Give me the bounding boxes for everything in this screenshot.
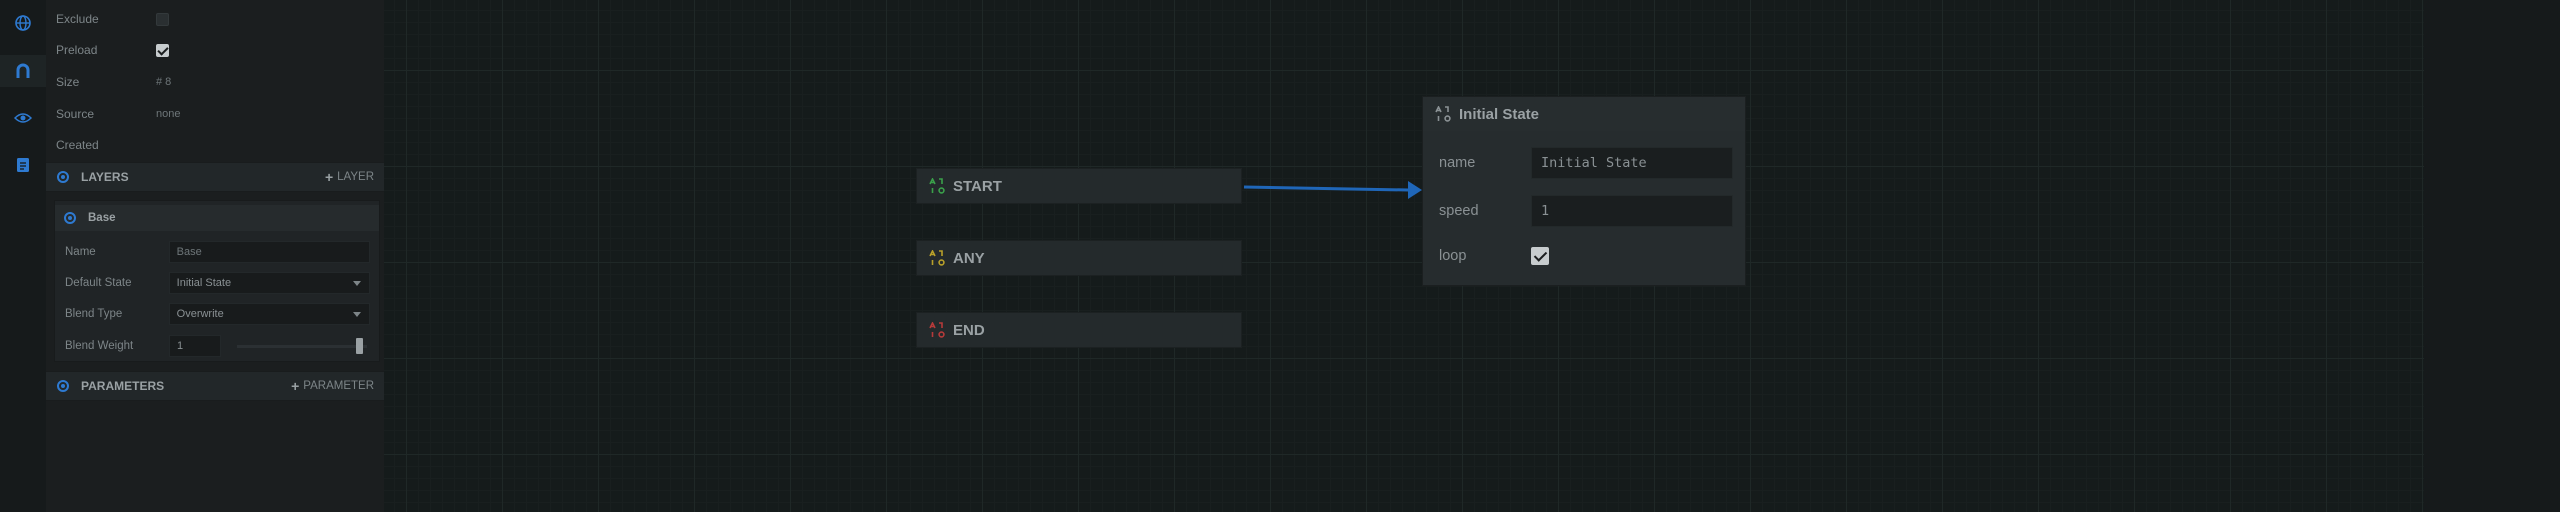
collapse-icon[interactable]: [64, 212, 76, 224]
size-row: Size # 8: [56, 72, 376, 92]
collapse-icon[interactable]: [57, 171, 69, 183]
source-row: Source none: [56, 104, 376, 124]
add-layer-label: LAYER: [337, 171, 374, 183]
default-state-row: Default State Initial State: [65, 271, 370, 295]
blend-weight-input[interactable]: 1: [169, 335, 221, 357]
layers-title: LAYERS: [81, 170, 129, 184]
state-node-card[interactable]: Initial State name Initial State speed 1…: [1422, 96, 1746, 286]
layer-header[interactable]: Base: [55, 205, 379, 231]
state-speed-label: speed: [1439, 203, 1479, 219]
state-icon: [1435, 106, 1451, 122]
exclude-row: Exclude: [56, 9, 376, 29]
globe-icon[interactable]: [0, 7, 46, 39]
slider-handle[interactable]: [356, 338, 363, 354]
transition-arrow[interactable]: [1243, 185, 1409, 192]
state-icon: [929, 178, 945, 194]
add-parameter-button[interactable]: + PARAMETER: [291, 378, 374, 394]
magnet-icon[interactable]: [0, 55, 46, 87]
created-row: Created: [56, 135, 376, 155]
add-layer-button[interactable]: + LAYER: [325, 169, 374, 185]
parameters-title: PARAMETERS: [81, 379, 165, 393]
blend-type-select[interactable]: Overwrite: [168, 303, 370, 325]
layer-card: Base Name Base Default State Initial Sta…: [54, 200, 380, 362]
transition-layer: [1243, 181, 1422, 199]
state-name-label: name: [1439, 155, 1476, 171]
arrow-head-icon: [1408, 181, 1422, 199]
layer-title: Base: [88, 212, 116, 224]
state-speed-input[interactable]: 1: [1531, 195, 1733, 227]
default-state-label: Default State: [65, 277, 132, 289]
state-card-header[interactable]: Initial State: [1423, 97, 1745, 131]
chevron-down-icon: [353, 311, 361, 317]
layer-name-row: Name Base: [65, 240, 370, 264]
parameters-section-header[interactable]: PARAMETERS + PARAMETER: [46, 371, 384, 401]
node-any[interactable]: ANY: [916, 240, 1242, 276]
layer-name-input[interactable]: Base: [168, 241, 370, 263]
exclude-label: Exclude: [56, 12, 99, 26]
preload-row: Preload: [56, 40, 376, 60]
node-label: ANY: [953, 249, 985, 267]
size-label: Size: [56, 75, 80, 89]
blend-type-row: Blend Type Overwrite: [65, 302, 370, 326]
created-label: Created: [56, 138, 99, 152]
plus-icon: +: [291, 378, 300, 394]
node-label: END: [953, 321, 985, 339]
source-value: none: [156, 108, 181, 120]
layers-section-header[interactable]: LAYERS + LAYER: [46, 162, 384, 192]
state-icon: [929, 250, 945, 266]
eye-icon[interactable]: [0, 102, 46, 134]
default-state-select[interactable]: Initial State: [168, 272, 370, 294]
state-icon: [929, 322, 945, 338]
state-name-row: name Initial State: [1439, 147, 1733, 179]
blend-weight-label: Blend Weight: [65, 340, 134, 352]
blend-weight-slider[interactable]: [237, 338, 367, 354]
state-card-title: Initial State: [1459, 105, 1540, 123]
graph-canvas[interactable]: START ANY END Initial State name Initial…: [384, 0, 2424, 512]
loop-checkbox[interactable]: [1531, 247, 1549, 265]
blend-type-value: Overwrite: [176, 308, 224, 320]
state-loop-row: loop: [1439, 240, 1549, 272]
state-speed-row: speed 1: [1439, 195, 1733, 227]
plus-icon: +: [324, 169, 334, 185]
size-value: # 8: [156, 76, 172, 88]
node-end[interactable]: END: [916, 312, 1242, 348]
source-label: Source: [56, 107, 95, 121]
state-name-input[interactable]: Initial State: [1531, 147, 1733, 179]
right-panel: [2424, 0, 2560, 512]
add-parameter-label: PARAMETER: [303, 380, 374, 392]
state-loop-label: loop: [1439, 248, 1467, 264]
exclude-checkbox[interactable]: [156, 12, 169, 26]
left-toolbar: [0, 0, 47, 512]
blend-type-label: Blend Type: [65, 308, 123, 320]
inspector-panel: Exclude Preload Size # 8 Source none Cre…: [46, 0, 384, 512]
layer-name-label: Name: [65, 246, 96, 258]
node-label: START: [953, 177, 1002, 195]
default-state-value: Initial State: [176, 277, 232, 289]
document-icon[interactable]: [0, 149, 46, 181]
node-start[interactable]: START: [916, 168, 1242, 204]
collapse-icon[interactable]: [57, 380, 69, 392]
preload-label: Preload: [56, 43, 98, 57]
preload-checkbox[interactable]: [156, 43, 169, 57]
blend-weight-row: Blend Weight 1: [65, 334, 370, 358]
chevron-down-icon: [353, 280, 361, 286]
